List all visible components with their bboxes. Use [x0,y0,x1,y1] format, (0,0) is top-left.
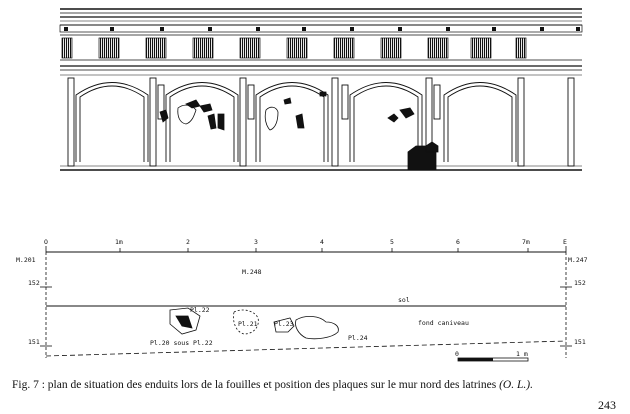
frieze-metopes [61,37,527,59]
scale-mark-E: E [563,238,567,246]
wall-plan [40,246,572,358]
label-m201: M.201 [16,256,36,264]
facade-elevation [59,8,583,171]
scale-mark-6: 6 [456,238,460,246]
label-m247: M.247 [568,256,588,264]
plaque-outlines [169,307,339,340]
scale-mark-1m: 1m [115,238,123,246]
page-number: 243 [598,398,616,412]
scalebar-zero: 0 [455,350,459,358]
scale-mark-3: 3 [254,238,258,246]
label-pl20-sous-pl22: Pl.20 sous Pl.22 [150,339,213,347]
label-pl22: Pl.22 [190,306,210,314]
label-left-151: 151 [28,338,40,346]
painted-fragments [159,91,439,171]
label-sol: sol [398,296,410,304]
scale-mark-7m: 7m [522,238,530,246]
label-left-152: 152 [28,279,40,287]
arcade [67,77,575,167]
label-pl23: Pl.23 [274,320,294,328]
figure-caption: Fig. 7 : plan de situation des enduits l… [12,378,612,392]
caption-credit: (O. L.). [499,379,533,391]
label-right-151: 151 [574,338,586,346]
label-m248: M.248 [242,268,262,276]
label-pl24: Pl.24 [348,334,368,342]
cornice-dentils [64,27,580,31]
scale-mark-4: 4 [320,238,324,246]
label-pl21: Pl.21 [238,320,258,328]
scale-mark-O: O [44,238,48,246]
scalebar-1m: 1 m [516,350,528,358]
scale-mark-2: 2 [186,238,190,246]
label-fond-caniveau: fond caniveau [418,319,469,327]
caption-text: Fig. 7 : plan de situation des enduits l… [12,379,497,391]
scale-mark-5: 5 [390,238,394,246]
scale-bar [457,357,529,362]
label-right-152: 152 [574,279,586,287]
